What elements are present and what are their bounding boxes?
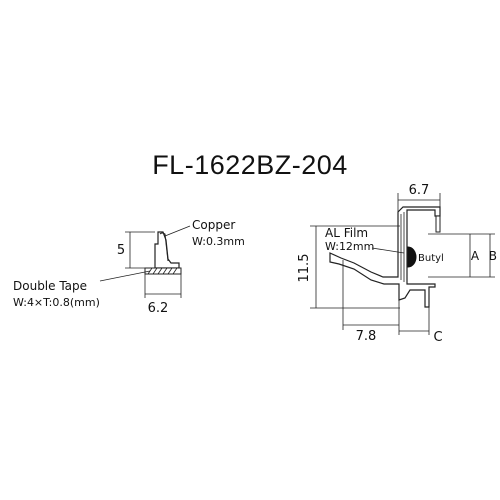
copper-strip bbox=[159, 232, 169, 262]
right-seal-inner bbox=[400, 212, 405, 282]
right-seal-body bbox=[329, 206, 441, 308]
right-height-label: 11.5 bbox=[297, 254, 312, 283]
right-top-label: 6.7 bbox=[409, 183, 430, 198]
left-width-label: 6.2 bbox=[148, 301, 169, 316]
left-profile bbox=[99, 225, 191, 298]
butyl-label: Butyl bbox=[418, 253, 444, 264]
right-bottom-dimension bbox=[342, 260, 400, 335]
copper-leader bbox=[164, 225, 191, 237]
right-b-label: B bbox=[489, 249, 497, 263]
right-c-dimension bbox=[399, 307, 430, 335]
left-height-dimension bbox=[125, 231, 155, 269]
butyl-bead bbox=[407, 246, 417, 268]
right-bottom-label: 7.8 bbox=[356, 329, 377, 344]
film-label: AL Film bbox=[325, 226, 368, 240]
right-top-dimension bbox=[397, 193, 441, 216]
film-spec: W:12mm bbox=[325, 240, 374, 253]
tape-spec: W:4×T:0.8(mm) bbox=[13, 296, 100, 309]
left-width-dimension bbox=[144, 274, 182, 298]
right-height-dimension bbox=[310, 225, 400, 309]
film-leader bbox=[371, 247, 405, 254]
tape-label: Double Tape bbox=[13, 279, 87, 293]
double-tape-hatch bbox=[147, 267, 178, 275]
left-height-label: 5 bbox=[117, 243, 125, 258]
copper-spec: W:0.3mm bbox=[192, 235, 245, 248]
copper-label: Copper bbox=[192, 218, 235, 232]
right-a-label: A bbox=[471, 249, 480, 263]
right-c-label: C bbox=[433, 330, 442, 345]
right-top-lip bbox=[435, 215, 441, 233]
drawing-title: FL-1622BZ-204 bbox=[152, 150, 348, 180]
right-ab-dimension bbox=[428, 233, 495, 278]
tape-leader bbox=[99, 270, 151, 282]
right-profile bbox=[310, 193, 495, 335]
